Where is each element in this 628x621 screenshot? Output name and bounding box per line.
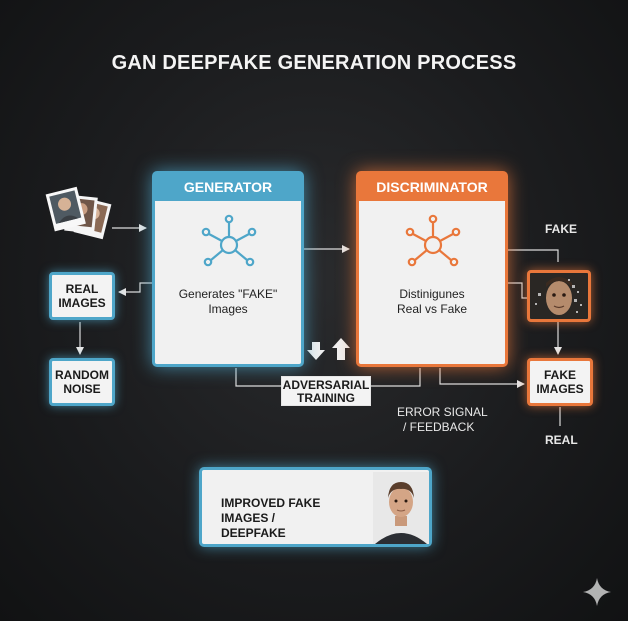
result-line1: IMPROVED FAKE IMAGES / <box>221 496 321 525</box>
random-noise-line2: NOISE <box>63 382 101 396</box>
generator-description-2: Images <box>208 302 248 316</box>
distorted-face-box <box>527 270 591 322</box>
fake-images-line1: FAKE <box>543 368 576 382</box>
result-line2: DEEPFAKE <box>221 526 286 540</box>
real-label: REAL <box>545 433 578 447</box>
error-signal-label-2: / FEEDBACK <box>403 420 475 434</box>
fake-images-line2: IMAGES <box>536 382 584 396</box>
random-noise-box[interactable]: RANDOM NOISE <box>49 358 115 406</box>
error-signal-label-1: ERROR SIGNAL <box>397 405 488 419</box>
improved-fake-images-box[interactable]: IMPROVED FAKE IMAGES / DEEPFAKE <box>199 467 432 547</box>
discriminator-header: DISCRIMINATOR <box>359 174 505 201</box>
real-images-line2: IMAGES <box>58 296 106 310</box>
adversarial-arrows-icon <box>307 338 350 360</box>
adversarial-line1: ADVERSARIAL <box>282 378 370 392</box>
adversarial-line2: TRAINING <box>297 391 355 405</box>
discriminator-description-2: Real vs Fake <box>396 302 468 316</box>
photo-stack-icon <box>44 182 114 244</box>
page-title: GAN DEEPFAKE GENERATION PROCESS <box>111 52 517 74</box>
real-images-box[interactable]: REAL IMAGES <box>49 272 115 320</box>
face-portrait-icon <box>373 472 429 544</box>
fake-label: FAKE <box>545 222 578 236</box>
random-noise-line1: RANDOM <box>55 368 109 382</box>
network-hub-icon <box>201 214 257 267</box>
generator-description-1: Generates "FAKE" <box>178 287 278 301</box>
distorted-face-icon <box>535 277 582 315</box>
adversarial-training-box[interactable]: ADVERSARIAL TRAINING <box>281 376 371 406</box>
discriminator-description-1: Distinigunes <box>399 287 465 301</box>
generator-box[interactable]: GENERATOR Generates "FAKE" Images <box>152 171 304 367</box>
generator-header: GENERATOR <box>155 174 301 201</box>
sparkle-icon <box>583 578 611 606</box>
real-images-line1: REAL <box>65 282 99 296</box>
fake-images-box[interactable]: FAKE IMAGES <box>527 358 593 406</box>
network-hub-icon <box>405 214 461 267</box>
discriminator-box[interactable]: DISCRIMINATOR Distinigunes Real vs Fake <box>356 171 508 367</box>
